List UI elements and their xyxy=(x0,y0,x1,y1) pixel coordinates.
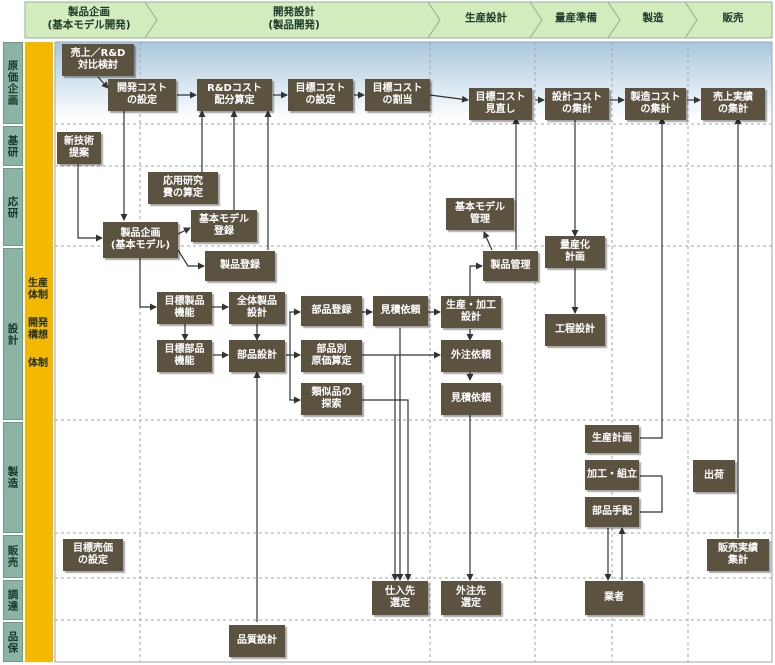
node-production-plan: 生産計画 xyxy=(585,425,639,453)
node-sales-rd-comparison: 売上／R&D 対比検討 xyxy=(62,44,134,76)
phase-development-design: 開発設計 (製品開発) xyxy=(268,5,320,31)
side-label-development-concept: 開発構想 xyxy=(28,318,48,341)
lane-cost-planning: 原価企画 xyxy=(3,42,23,124)
node-part-design: 部品設計 xyxy=(229,340,285,372)
node-cost-by-part: 部品別 原価算定 xyxy=(301,340,362,372)
lane-manufacturing: 製造 xyxy=(3,422,23,533)
lane-basic-research: 基研 xyxy=(3,126,23,166)
node-product-management: 製品管理 xyxy=(483,251,538,281)
side-label-production-system: 生産体制 xyxy=(28,278,48,301)
production-system-bar xyxy=(25,42,53,662)
node-design-cost-total: 設計コスト の集計 xyxy=(545,88,609,120)
node-mass-production-plan: 量産化 計画 xyxy=(545,236,605,268)
node-basic-model-registration: 基本モデル 登録 xyxy=(191,210,257,242)
node-target-cost-setting: 目標コスト の設定 xyxy=(288,79,353,111)
node-basic-model-management: 基本モデル 管理 xyxy=(446,198,514,230)
node-quality-design: 品質設計 xyxy=(229,625,285,657)
connectors xyxy=(77,76,742,622)
node-parts-arrangement: 部品手配 xyxy=(585,497,639,527)
node-target-product-function: 目標製品 機能 xyxy=(157,292,212,324)
node-process-design: 工程設計 xyxy=(545,314,605,346)
node-development-cost-setting: 開発コスト の設定 xyxy=(108,79,176,111)
phase-product-planning: 製品企画 (基本モデル開発) xyxy=(47,5,131,31)
phase-production-design: 生産設計 xyxy=(465,12,507,25)
node-quote-request-1: 見積依頼 xyxy=(373,296,428,326)
node-sales-results: 販売実績 集計 xyxy=(707,539,769,571)
node-shipment: 出荷 xyxy=(693,460,735,492)
phase-manufacturing: 製造 xyxy=(642,12,664,25)
lane-applied-research: 応研 xyxy=(3,168,23,246)
lane-quality-assurance: 品保 xyxy=(3,622,23,662)
phase-mass-production-prep: 量産準備 xyxy=(555,12,597,25)
node-production-processing-design: 生産・加工 設計 xyxy=(441,296,501,328)
node-product-registration: 製品登録 xyxy=(205,251,275,281)
node-target-cost-assignment: 目標コスト の割当 xyxy=(365,79,430,111)
node-subcontractor-selection: 外注先 選定 xyxy=(441,581,501,615)
side-label-system: 体制 xyxy=(28,358,48,369)
lane-sales: 販売 xyxy=(3,535,23,578)
node-part-registration: 部品登録 xyxy=(301,296,362,326)
lane-grid xyxy=(55,42,772,662)
node-vendor: 業者 xyxy=(585,581,643,615)
diagram-frame xyxy=(54,41,773,663)
node-new-technology-proposal: 新技術 提案 xyxy=(57,132,101,164)
node-outsourcing-request: 外注依頼 xyxy=(441,340,501,372)
node-rd-cost-allocation: R&Dコスト 配分算定 xyxy=(197,79,272,111)
phase-header xyxy=(24,1,773,39)
lane-design: 設計 xyxy=(3,248,23,420)
lane-procurement: 調達 xyxy=(3,580,23,620)
phase-sales: 販売 xyxy=(722,12,744,25)
node-target-cost-review: 目標コスト 見直し xyxy=(469,88,532,120)
node-manufacturing-cost-total: 製造コスト の集計 xyxy=(625,88,686,120)
node-target-part-function: 目標部品 機能 xyxy=(157,340,212,372)
node-sales-results-total: 売上実績 の集計 xyxy=(701,88,765,120)
node-product-planning: 製品企画 (基本モデル) xyxy=(103,222,178,258)
node-overall-product-design: 全体製品 設計 xyxy=(229,292,285,324)
node-target-price-setting: 目標売価 の設定 xyxy=(63,539,123,571)
node-supplier-selection: 仕入先 選定 xyxy=(372,581,428,615)
node-processing-assembly: 加工・組立 xyxy=(585,460,639,490)
node-similar-part-search: 類似品の 探索 xyxy=(301,383,362,415)
node-applied-research-cost: 応用研究 費の算定 xyxy=(148,172,218,204)
node-quote-request-2: 見積依頼 xyxy=(441,383,501,415)
